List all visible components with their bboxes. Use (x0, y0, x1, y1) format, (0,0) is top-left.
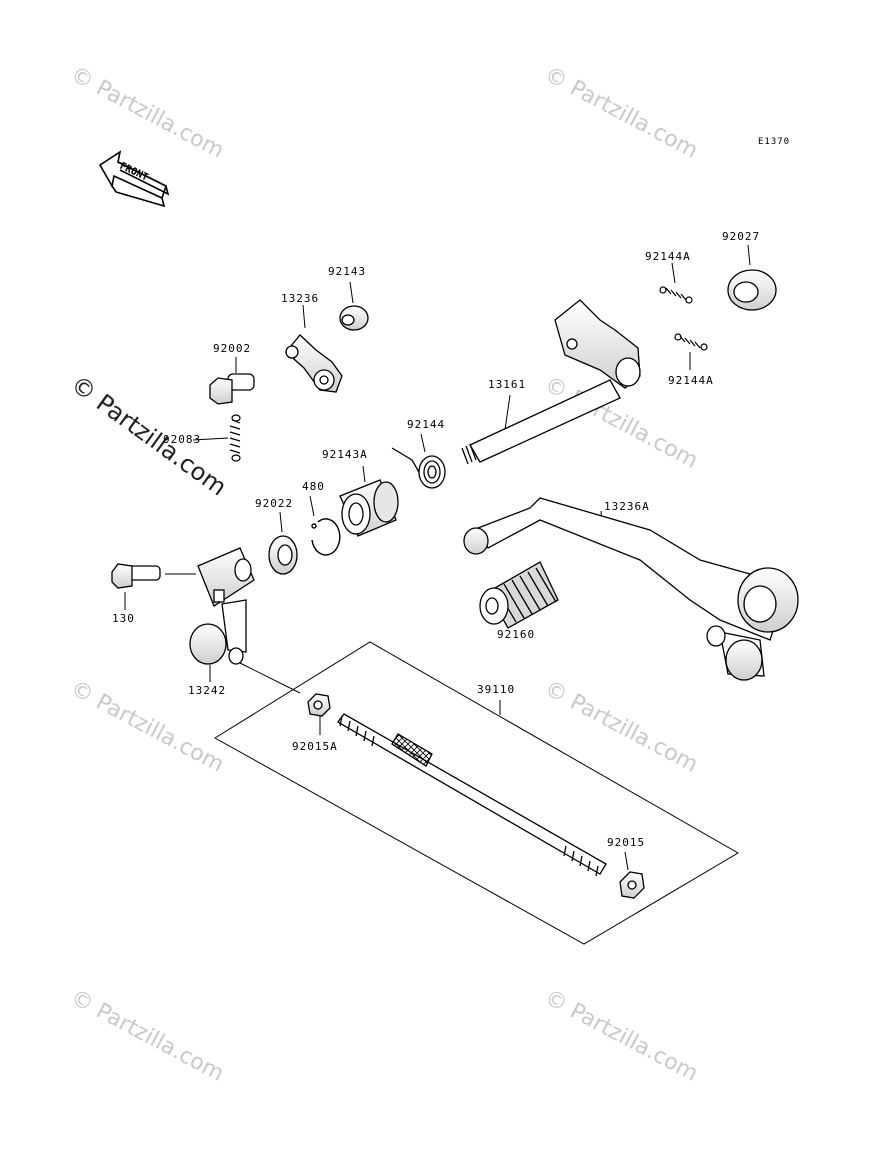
label-13236[interactable]: 13236 (281, 292, 320, 305)
label-13236A[interactable]: 13236A (604, 500, 650, 513)
part-92002 (209, 373, 255, 405)
part-13242 (189, 547, 255, 665)
part-92015 (619, 871, 645, 899)
label-13161[interactable]: 13161 (488, 378, 527, 391)
label-92160[interactable]: 92160 (497, 628, 536, 641)
part-13161 (461, 299, 641, 465)
part-39110 (337, 713, 607, 877)
label-92015[interactable]: 92015 (607, 836, 646, 849)
part-92144 (391, 447, 446, 489)
part-92083 (229, 414, 241, 462)
part-13236A (463, 497, 799, 681)
label-92144[interactable]: 92144 (407, 418, 446, 431)
label-13242[interactable]: 13242 (188, 684, 227, 697)
label-92022[interactable]: 92022 (255, 497, 294, 510)
label-92015A[interactable]: 92015A (292, 740, 338, 753)
label-39110[interactable]: 39110 (477, 683, 516, 696)
part-92144A-top (659, 286, 693, 304)
label-92027[interactable]: 92027 (722, 230, 761, 243)
part-92027 (727, 269, 777, 311)
label-130[interactable]: 130 (112, 612, 135, 625)
label-92002[interactable]: 92002 (213, 342, 252, 355)
label-92143A[interactable]: 92143A (322, 448, 368, 461)
part-92022 (268, 535, 298, 575)
part-480 (311, 518, 341, 556)
label-92143[interactable]: 92143 (328, 265, 367, 278)
rod-assembly-outline (214, 641, 739, 945)
label-480[interactable]: 480 (302, 480, 325, 493)
label-92083[interactable]: 92083 (163, 433, 202, 446)
label-92144A-bottom[interactable]: 92144A (668, 374, 714, 387)
label-92144A-top[interactable]: 92144A (645, 250, 691, 263)
part-130 (111, 563, 161, 589)
part-92143A (339, 479, 399, 537)
part-92160 (479, 561, 559, 629)
part-92015A (307, 693, 331, 717)
diagram-code: E1370 (758, 137, 791, 147)
part-92143 (339, 305, 369, 331)
front-arrow-icon (98, 150, 170, 208)
part-92144A-bottom (674, 333, 708, 351)
part-13236 (285, 334, 343, 393)
